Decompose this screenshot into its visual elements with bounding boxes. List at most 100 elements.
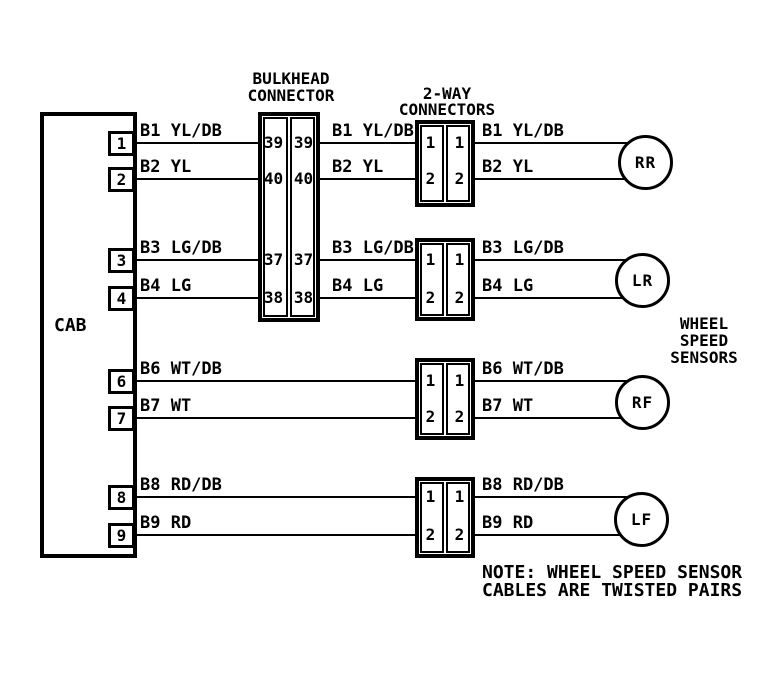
sensor-rr: RR (618, 135, 673, 190)
cab-pin-2-label: 2 (116, 170, 127, 189)
wire-b6-cab-to-connector (135, 380, 417, 382)
wire-b4-cab-to-bulkhead (135, 297, 260, 299)
wire-b4-bulkhead-to-connector (318, 297, 417, 299)
sensor-rf: RF (615, 375, 670, 430)
wire-label-b9-seg3: B9 RD (482, 513, 534, 533)
bulkhead-column-left (263, 117, 288, 317)
sensor-rf-label: RF (631, 393, 654, 412)
connector-lf-pin-2-left: 2 (425, 525, 436, 544)
bulkhead-pin-38-left: 38 (263, 288, 284, 307)
sensor-lr: LR (615, 253, 670, 308)
connector-lr-pin-2-left: 2 (425, 288, 436, 307)
wire-label-b8-seg1: B8 RD/DB (140, 475, 222, 495)
bulkhead-pin-37-left: 37 (263, 250, 284, 269)
wire-label-b1-seg2: B1 YL/DB (332, 121, 414, 141)
connector-lr-pin-2-right: 2 (454, 288, 465, 307)
wire-b4-connector-to-sensor (473, 297, 653, 299)
bulkhead-pin-40-left: 40 (263, 169, 284, 188)
wire-label-b6-seg3: B6 WT/DB (482, 359, 564, 379)
wire-b2-bulkhead-to-connector (318, 178, 417, 180)
two-way-connector-lf (415, 477, 475, 558)
wheel-speed-sensors-label-line2: SPEED (679, 331, 729, 350)
two-way-connectors-title-line2: CONNECTORS (398, 100, 496, 119)
sensor-lf-label: LF (630, 510, 653, 529)
wire-label-b4-seg1: B4 LG (140, 276, 192, 296)
wire-b1-cab-to-bulkhead (135, 142, 260, 144)
cab-label: CAB (54, 315, 87, 336)
bulkhead-connector-title-line1: BULKHEAD (252, 69, 330, 88)
wire-b9-cab-to-connector (135, 534, 417, 536)
wire-label-b9-seg1: B9 RD (140, 513, 192, 533)
wire-b2-cab-to-bulkhead (135, 178, 260, 180)
cab-pin-6-label: 6 (116, 372, 127, 391)
note-text-line1: NOTE: WHEEL SPEED SENSOR (482, 562, 743, 583)
connector-lf-pin-1-right: 1 (454, 487, 465, 506)
wire-b3-bulkhead-to-connector (318, 259, 417, 261)
wire-b6-connector-to-sensor (471, 380, 653, 382)
cab-pin-1-label: 1 (116, 134, 127, 153)
two-way-connector-lr (415, 238, 475, 321)
connector-lr-pin-1-right: 1 (454, 250, 465, 269)
bulkhead-pin-40-right: 40 (293, 169, 314, 188)
wire-b8-connector-to-sensor (471, 496, 653, 498)
connector-rr-pin-1-right: 1 (454, 133, 465, 152)
wire-label-b1-seg1: B1 YL/DB (140, 121, 222, 141)
wire-b3-cab-to-bulkhead (135, 259, 260, 261)
two-way-connectors-title-line1: 2-WAY (422, 84, 472, 103)
connector-column (446, 482, 470, 553)
note-text-line2: CABLES ARE TWISTED PAIRS (482, 580, 743, 601)
cab-pin-8: 8 (108, 485, 135, 510)
wheel-speed-sensors-label-line3: SENSORS (670, 348, 738, 367)
connector-lf-pin-1-left: 1 (425, 487, 436, 506)
wire-label-b2-seg1: B2 YL (140, 157, 192, 177)
wire-label-b3-seg1: B3 LG/DB (140, 238, 222, 258)
cab-pin-1: 1 (108, 131, 135, 156)
wire-b9-connector-to-sensor (471, 534, 653, 536)
cab-pin-3-label: 3 (116, 251, 127, 270)
wire-label-b6-seg1: B6 WT/DB (140, 359, 222, 379)
sensor-lf: LF (614, 492, 669, 547)
connector-rf-pin-1-right: 1 (454, 371, 465, 390)
wire-label-b3-seg2: B3 LG/DB (332, 238, 414, 258)
bulkhead-connector-box (258, 112, 320, 322)
bulkhead-pin-37-right: 37 (293, 250, 314, 269)
connector-rf-pin-2-left: 2 (425, 407, 436, 426)
cab-pin-4: 4 (108, 286, 135, 311)
cab-pin-2: 2 (108, 167, 135, 192)
connector-rr-pin-2-right: 2 (454, 169, 465, 188)
connector-rf-pin-1-left: 1 (425, 371, 436, 390)
connector-column (420, 363, 444, 435)
connector-rr-pin-1-left: 1 (425, 133, 436, 152)
wire-b7-connector-to-sensor (471, 417, 653, 419)
two-way-connector-rr (415, 120, 475, 207)
connector-column (446, 363, 470, 435)
wire-label-b2-seg2: B2 YL (332, 157, 384, 177)
cab-pin-4-label: 4 (116, 289, 127, 308)
bulkhead-pin-39-left: 39 (263, 133, 284, 152)
wire-b1-connector-to-sensor (473, 142, 655, 144)
cab-pin-8-label: 8 (116, 488, 127, 507)
wire-b3-connector-to-sensor (473, 259, 653, 261)
wire-label-b7-seg1: B7 WT (140, 396, 192, 416)
connector-column (420, 125, 444, 202)
wire-b2-connector-to-sensor (473, 178, 655, 180)
sensor-lr-label: LR (631, 271, 654, 290)
wire-label-b8-seg3: B8 RD/DB (482, 475, 564, 495)
bulkhead-connector-title-line2: CONNECTOR (247, 86, 335, 105)
wire-label-b1-seg3: B1 YL/DB (482, 121, 564, 141)
wire-label-b4-seg3: B4 LG (482, 276, 534, 296)
cab-pin-9-label: 9 (116, 526, 127, 545)
wire-label-b7-seg3: B7 WT (482, 396, 534, 416)
connector-lf-pin-2-right: 2 (454, 525, 465, 544)
bulkhead-column-right (290, 117, 315, 317)
sensor-rr-label: RR (634, 153, 657, 172)
connector-rf-pin-2-right: 2 (454, 407, 465, 426)
wire-b8-cab-to-connector (135, 496, 417, 498)
connector-column (420, 243, 444, 316)
cab-pin-3: 3 (108, 248, 135, 273)
two-way-connector-rf (415, 358, 475, 440)
wheel-speed-sensors-label-line1: WHEEL (679, 314, 729, 333)
wire-b1-bulkhead-to-connector (318, 142, 417, 144)
connector-column (420, 482, 444, 553)
